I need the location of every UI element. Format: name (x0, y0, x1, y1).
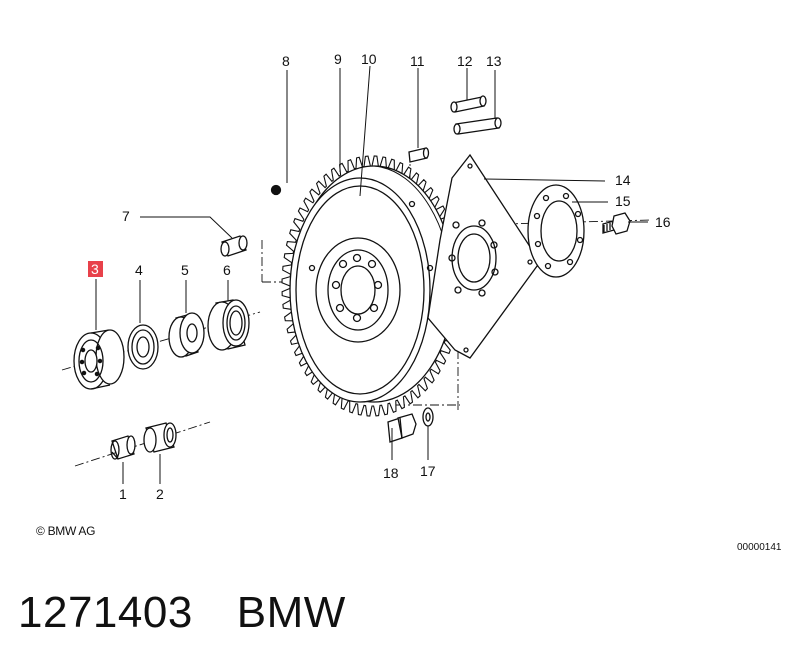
label-part-13: 13 (486, 53, 502, 69)
label-part-5: 5 (181, 262, 189, 278)
brand-name: BMW (236, 588, 346, 637)
part-9-10-flywheel (281, 155, 463, 417)
part-number: 1271403 (18, 588, 193, 637)
part-4-washer (127, 324, 159, 370)
highlight-box (88, 261, 103, 277)
label-part-18: 18 (383, 465, 399, 481)
label-part-4: 4 (135, 262, 143, 278)
part-17-washer (422, 407, 434, 427)
part-8-ball (270, 184, 282, 196)
label-part-9: 9 (334, 51, 342, 67)
part-2-bushing (143, 422, 177, 453)
label-part-1: 1 (119, 486, 127, 502)
copyright-notice: © BMW AG (36, 524, 96, 538)
part-3-ball-bearing (73, 329, 125, 390)
part-11-pin (408, 147, 430, 163)
label-part-15: 15 (615, 193, 631, 209)
label-part-2: 2 (156, 486, 164, 502)
label-part-7: 7 (122, 208, 130, 224)
part-16-bolt (602, 212, 631, 235)
part-6-seal (207, 299, 250, 351)
leader-lines (95, 65, 648, 484)
label-part-8: 8 (282, 53, 290, 69)
label-part-6: 6 (223, 262, 231, 278)
exploded-parts-diagram: 1 2 3 4 5 6 7 8 9 10 11 12 13 14 15 16 1… (61, 51, 671, 502)
label-part-16: 16 (655, 214, 671, 230)
label-part-17: 17 (420, 463, 436, 479)
label-part-12: 12 (457, 53, 473, 69)
label-part-11: 11 (410, 53, 425, 69)
diagram-id: 00000141 (737, 542, 782, 553)
part-7-dowel (220, 235, 248, 257)
label-part-3: 3 (91, 261, 99, 277)
label-part-14: 14 (615, 172, 631, 188)
part-14-drive-plate (427, 153, 541, 359)
part-13-pin (453, 117, 502, 135)
part-15-ring (527, 184, 585, 278)
label-part-10: 10 (361, 51, 377, 67)
part-1-sleeve (110, 435, 136, 460)
part-number-labels: 1 2 3 4 5 6 7 8 9 10 11 12 13 14 15 16 1… (91, 51, 671, 502)
part-caption: 1271403 BMW (18, 588, 346, 638)
part-12-pin (450, 95, 487, 113)
part-5-spacer (168, 312, 205, 358)
